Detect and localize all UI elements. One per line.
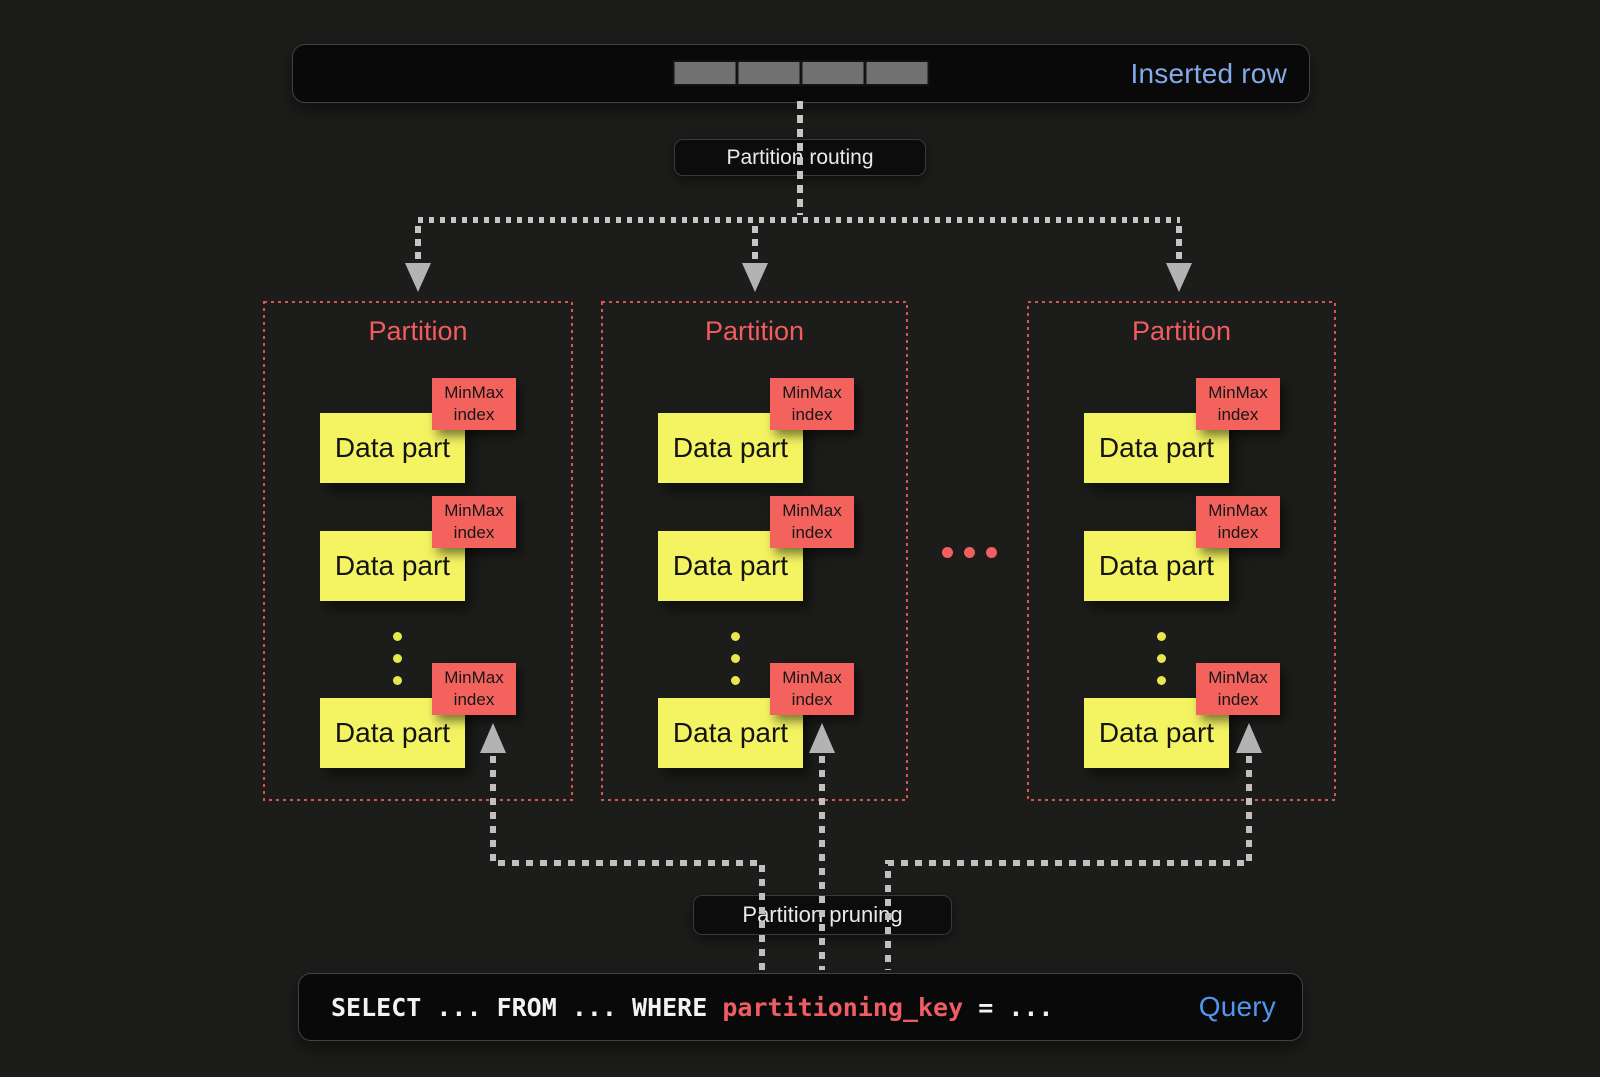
sql-prefix: SELECT ... FROM ... WHERE [331,992,723,1022]
partition-title: Partition [704,316,805,346]
minmax-index-tag: MinMax index [770,663,854,715]
partition-box-1: Partition MinMax index Data part MinMax … [264,302,572,800]
row-cell [674,62,736,84]
down-arrow-icon [742,263,768,292]
down-arrow-icon [405,263,431,292]
sql-suffix: = ... [963,992,1054,1022]
minmax-index-tag: MinMax index [432,378,516,430]
minmax-index-tag: MinMax index [1196,496,1280,548]
query-box: SELECT ... FROM ... WHERE partitioning_k… [298,973,1303,1041]
minmax-index-tag: MinMax index [770,496,854,548]
sql-query-text: SELECT ... FROM ... WHERE partitioning_k… [331,974,1053,1040]
more-partitions-ellipsis [942,547,997,558]
row-cell [738,62,800,84]
sql-partitioning-key: partitioning_key [722,992,964,1022]
inserted-row-box: Inserted row [292,44,1310,103]
row-cell [866,62,928,84]
row-cell [802,62,864,84]
inserted-row-cells [672,60,930,86]
minmax-index-tag: MinMax index [1196,663,1280,715]
more-data-parts-dots [731,632,740,685]
more-data-parts-dots [1157,632,1166,685]
partition-title: Partition [368,316,468,346]
minmax-index-tag: MinMax index [432,663,516,715]
down-arrow-icon [1166,263,1192,292]
inserted-row-label: Inserted row [1130,57,1287,89]
minmax-index-tag: MinMax index [770,378,854,430]
minmax-index-tag: MinMax index [1196,378,1280,430]
minmax-index-tag: MinMax index [432,496,516,548]
partition-routing-chip: Partition routing [674,139,926,176]
more-data-parts-dots [393,632,402,685]
query-label: Query [1198,991,1276,1022]
partition-pruning-chip: Partition pruning [693,895,952,935]
partition-box-2: Partition MinMax index Data part MinMax … [602,302,907,800]
partition-box-3: Partition MinMax index Data part MinMax … [1028,302,1335,800]
partition-title: Partition [1131,316,1232,346]
